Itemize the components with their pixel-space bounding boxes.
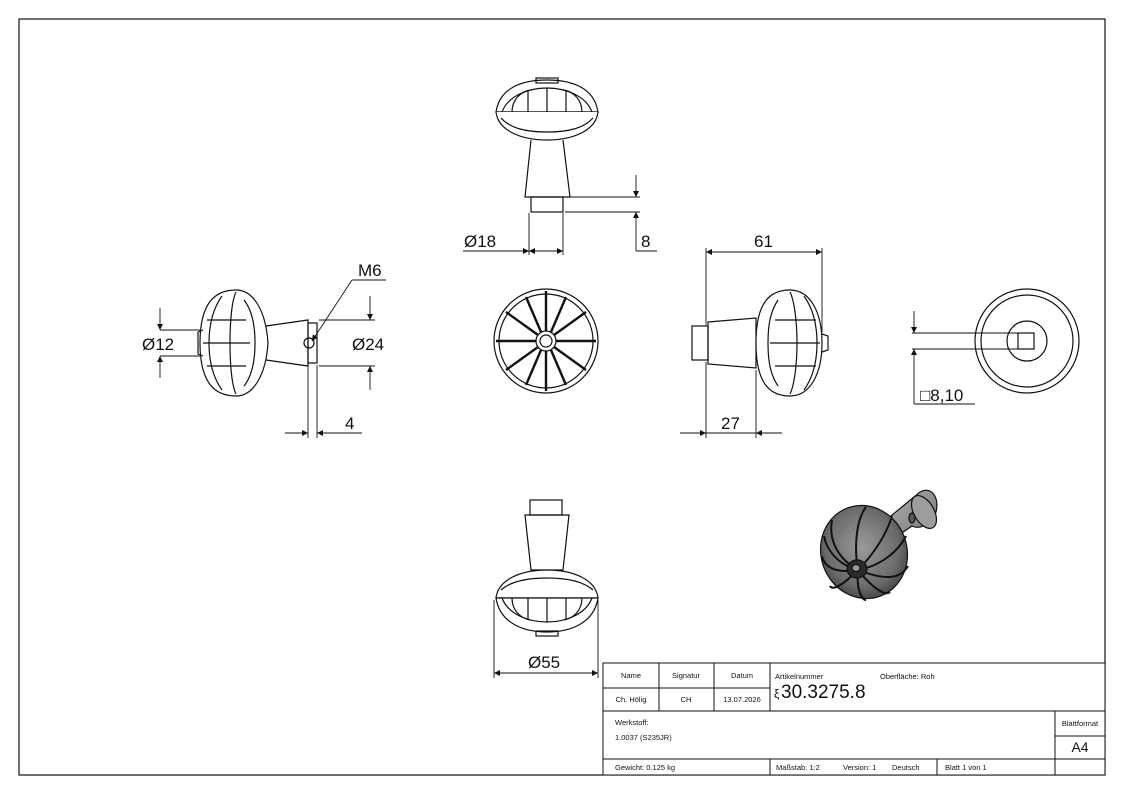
top-view-dimensions: [463, 175, 657, 255]
tb-signature-header: Signatur: [672, 671, 700, 680]
rear-view: [974, 288, 1080, 394]
right-view: [691, 289, 829, 397]
front-view: [493, 288, 599, 394]
dim-d55: Ø55: [528, 653, 560, 672]
tb-date-header: Datum: [731, 671, 753, 680]
top-view: [495, 77, 599, 213]
tb-name-value: Ch. Hölig: [616, 695, 647, 704]
bottom-view-dimensions: [493, 600, 599, 678]
tb-material-value: 1.0037 (S235JR): [615, 733, 672, 742]
left-view-dimensions: [157, 279, 386, 438]
dim-d24: Ø24: [352, 335, 384, 354]
dim-len8: 8: [641, 232, 650, 251]
dim-thread-m6: M6: [358, 261, 382, 280]
tb-signature-value: CH: [681, 695, 692, 704]
title-block: [602, 662, 1106, 776]
sheet-border: [18, 18, 1106, 776]
tb-weight: Gewicht: 0.125 kg: [615, 763, 675, 772]
tb-article-prefix: ξ: [774, 687, 780, 701]
tb-surface: Oberfläche: Roh: [880, 672, 935, 681]
dim-d18: Ø18: [464, 232, 496, 251]
dim-len27: 27: [721, 414, 740, 433]
tb-format-value: A4: [1071, 739, 1088, 755]
tb-article-number: 30.3275.8: [781, 682, 866, 703]
tb-material-header: Werkstoff:: [615, 718, 648, 727]
tb-scale: Maßstab: 1:2: [776, 763, 820, 772]
left-view: [197, 289, 318, 397]
dim-len61: 61: [754, 232, 773, 251]
tb-language: Deutsch: [892, 763, 920, 772]
bottom-view: [495, 499, 599, 637]
tb-sheet: Blatt 1 von 1: [945, 763, 987, 772]
dim-len4: 4: [345, 414, 354, 433]
tb-article-header: Artikelnummer: [775, 672, 824, 681]
right-view-dimensions: [680, 248, 823, 438]
tb-name-header: Name: [621, 671, 641, 680]
tb-format-header: Blattformat: [1062, 719, 1099, 728]
rear-view-dimensions: [911, 311, 1018, 405]
dim-d12: Ø12: [142, 335, 174, 354]
isometric-view: [819, 489, 938, 601]
tb-date-value: 13.07.2026: [723, 695, 761, 704]
tb-version: Version: 1: [843, 763, 876, 772]
dim-square-8-10: □8,10: [920, 386, 963, 405]
